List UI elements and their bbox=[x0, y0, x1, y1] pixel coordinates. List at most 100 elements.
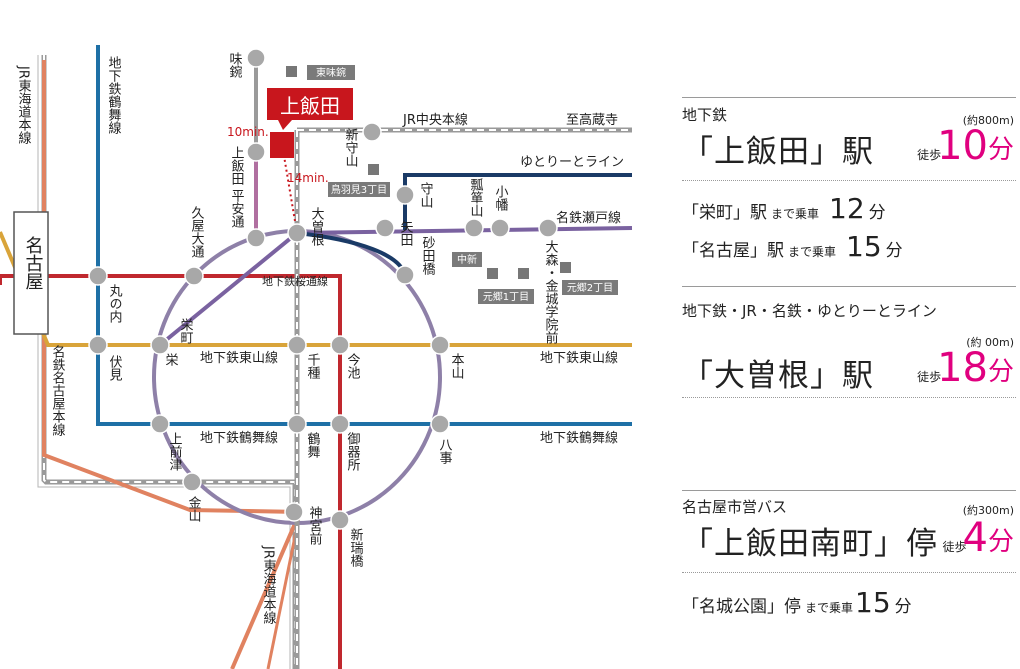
dotted-divider bbox=[682, 180, 1016, 181]
time-10-label: 10min. bbox=[227, 125, 269, 139]
label-heian-dori: 上飯田 平安通 bbox=[229, 146, 245, 229]
label-obata: 小幡 bbox=[493, 185, 509, 212]
dotted-divider bbox=[682, 397, 1016, 398]
svg-text:上飯田: 上飯田 bbox=[280, 94, 340, 118]
svg-text:元郷1丁目: 元郷1丁目 bbox=[483, 291, 529, 303]
walk-time-kamiiida: 徒歩 10 分 bbox=[917, 126, 1014, 166]
svg-text:中新: 中新 bbox=[457, 253, 477, 266]
distance-ozone: (約 00m) bbox=[966, 336, 1014, 349]
stop-kamiiida-minamimachi: 「上飯田南町」停 bbox=[682, 526, 938, 562]
walk-time-bus: 徒歩 4 分 bbox=[943, 518, 1014, 558]
ride-sakae-machi: 「栄町」駅 まで乗車 12 分 bbox=[682, 192, 886, 225]
label-hyotanyama: 瓢箪山 bbox=[468, 178, 484, 217]
label-jingu-mae: 神宮前 bbox=[307, 506, 323, 545]
walk-label: 徒歩 bbox=[917, 148, 942, 162]
label-kanayama: 金山 bbox=[186, 495, 202, 522]
label-shin-mizuho-bashi: 新瑞橋 bbox=[348, 527, 364, 568]
ride-mid: まで乗車 bbox=[771, 207, 820, 221]
higashiyama-line bbox=[0, 231, 632, 347]
ride-mid: まで乗車 bbox=[788, 245, 837, 259]
label-sakuradori: 地下鉄桜通線 bbox=[262, 274, 328, 288]
category-subway: 地下鉄 bbox=[682, 106, 728, 124]
bus-stop-squares bbox=[286, 66, 571, 279]
category-multi: 地下鉄・JR・名鉄・ゆとりーとライン bbox=[682, 302, 937, 320]
distance-bus: (約300m) bbox=[962, 504, 1014, 517]
label-chikusa: 千種 bbox=[305, 353, 321, 379]
label-yada: 矢田 bbox=[398, 220, 414, 246]
label-tsurumai-left: 地下鉄鶴舞線 bbox=[106, 56, 122, 134]
category-bus: 名古屋市営バス bbox=[682, 498, 788, 516]
label-ajima: 味鋺 bbox=[227, 52, 243, 78]
label-jr-chuo: JR中央本線 bbox=[402, 112, 468, 128]
label-sakae-machi: 栄町 bbox=[178, 318, 194, 344]
walk-unit: 分 bbox=[987, 357, 1014, 387]
walk-unit: 分 bbox=[987, 527, 1014, 557]
label-imaike: 今池 bbox=[345, 352, 361, 379]
label-omori: 大森・金城学院前 bbox=[543, 240, 559, 344]
ride-station: 「名城公園」停 bbox=[682, 597, 801, 617]
ride-nagoya: 「名古屋」駅 まで乗車 15 分 bbox=[682, 230, 903, 263]
tsurumai-line bbox=[96, 45, 632, 426]
label-moriyama: 守山 bbox=[418, 182, 434, 208]
bus-stop-label-toba-mi: 鳥羽見3丁目 bbox=[328, 182, 390, 197]
label-nagoya: 名古屋 bbox=[23, 236, 44, 290]
label-fushimi: 伏見 bbox=[107, 355, 123, 382]
station-ozone: 「大曽根」駅 bbox=[682, 358, 874, 394]
divider bbox=[682, 490, 1016, 491]
label-sakae: 栄 bbox=[163, 353, 179, 367]
walk-minutes: 4 bbox=[962, 515, 988, 561]
station-dots bbox=[88, 48, 558, 530]
walk-label: 徒歩 bbox=[917, 370, 942, 384]
route-map: 東味鋺 鳥羽見3丁目 中新 元郷1丁目 元郷2丁目 上飯田 10min. 14m… bbox=[0, 45, 633, 669]
divider bbox=[682, 286, 1016, 287]
label-higashiyama-right: 地下鉄東山線 bbox=[540, 350, 618, 366]
label-tsurumai: 鶴舞 bbox=[305, 431, 321, 458]
nagoya-station-box bbox=[13, 211, 49, 335]
distance-kamiiida: (約800m) bbox=[962, 114, 1014, 127]
label-gokiso: 御器所 bbox=[345, 432, 361, 471]
walk-minutes: 10 bbox=[937, 123, 988, 169]
svg-text:東味鋺: 東味鋺 bbox=[316, 66, 346, 79]
walk-route bbox=[282, 149, 298, 234]
label-kuya-odori: 久屋大通 bbox=[189, 206, 205, 258]
label-tsurumai-right: 地下鉄鶴舞線 bbox=[540, 430, 618, 446]
label-jr-tokaido-left: JR東海道本線 bbox=[16, 65, 32, 144]
walk-label: 徒歩 bbox=[942, 540, 967, 554]
bus-stop-label-motogo2: 元郷2丁目 bbox=[562, 280, 618, 295]
divider bbox=[682, 97, 1016, 98]
label-yagoto: 八事 bbox=[437, 438, 453, 464]
time-14-label: 14min. bbox=[287, 171, 329, 185]
ride-station: 「栄町」駅 bbox=[682, 203, 767, 223]
ride-unit: 分 bbox=[885, 241, 903, 261]
label-jr-tokaido-bottom: JR東海道本線 bbox=[261, 545, 277, 624]
label-sunada-bashi: 砂田橋 bbox=[420, 236, 436, 276]
ride-mid: まで乗車 bbox=[805, 601, 854, 615]
dotted-divider bbox=[682, 572, 1016, 573]
bus-stop-label-naka-shin: 中新 bbox=[452, 252, 482, 267]
sakuradori-line bbox=[0, 274, 342, 669]
target-marker: 上飯田 bbox=[267, 88, 353, 158]
walk-minutes: 18 bbox=[937, 345, 988, 391]
label-motoyama: 本山 bbox=[449, 353, 465, 379]
label-tsurumai-mid: 地下鉄鶴舞線 bbox=[200, 430, 278, 446]
label-ozone: 大曽根 bbox=[309, 207, 325, 246]
station-kamiiida: 「上飯田」駅 bbox=[682, 134, 874, 170]
walk-time-ozone: 徒歩 18 分 bbox=[917, 348, 1014, 388]
label-meitetsu-seto: 名鉄瀬戸線 bbox=[556, 210, 621, 226]
ride-meijo-koen: 「名城公園」停 まで乗車 15 分 bbox=[682, 586, 912, 619]
ride-minutes: 12 bbox=[829, 192, 865, 225]
bus-stop-label-higashi-ajima: 東味鋺 bbox=[307, 65, 355, 80]
svg-text:元郷2丁目: 元郷2丁目 bbox=[567, 282, 613, 294]
jr-chuo-line bbox=[294, 127, 632, 669]
label-kamimaezu: 上前津 bbox=[167, 432, 183, 471]
ride-unit: 分 bbox=[868, 203, 886, 223]
label-higashiyama-left: 地下鉄東山線 bbox=[200, 350, 278, 366]
ride-station: 「名古屋」駅 bbox=[682, 241, 784, 261]
access-panel: 地下鉄 (約800m) 「上飯田」駅 徒歩 10 分 「栄町」駅 まで乗車 12… bbox=[682, 0, 1016, 669]
label-marunouchi: 丸の内 bbox=[107, 284, 123, 324]
ride-minutes: 15 bbox=[846, 230, 882, 263]
bus-stop-label-motogo1: 元郷1丁目 bbox=[478, 289, 534, 304]
ride-minutes: 15 bbox=[855, 586, 891, 619]
label-meitetsu-nagoya: 名鉄名古屋本線 bbox=[50, 344, 66, 436]
label-shin-moriyama: 新守山 bbox=[343, 127, 359, 167]
